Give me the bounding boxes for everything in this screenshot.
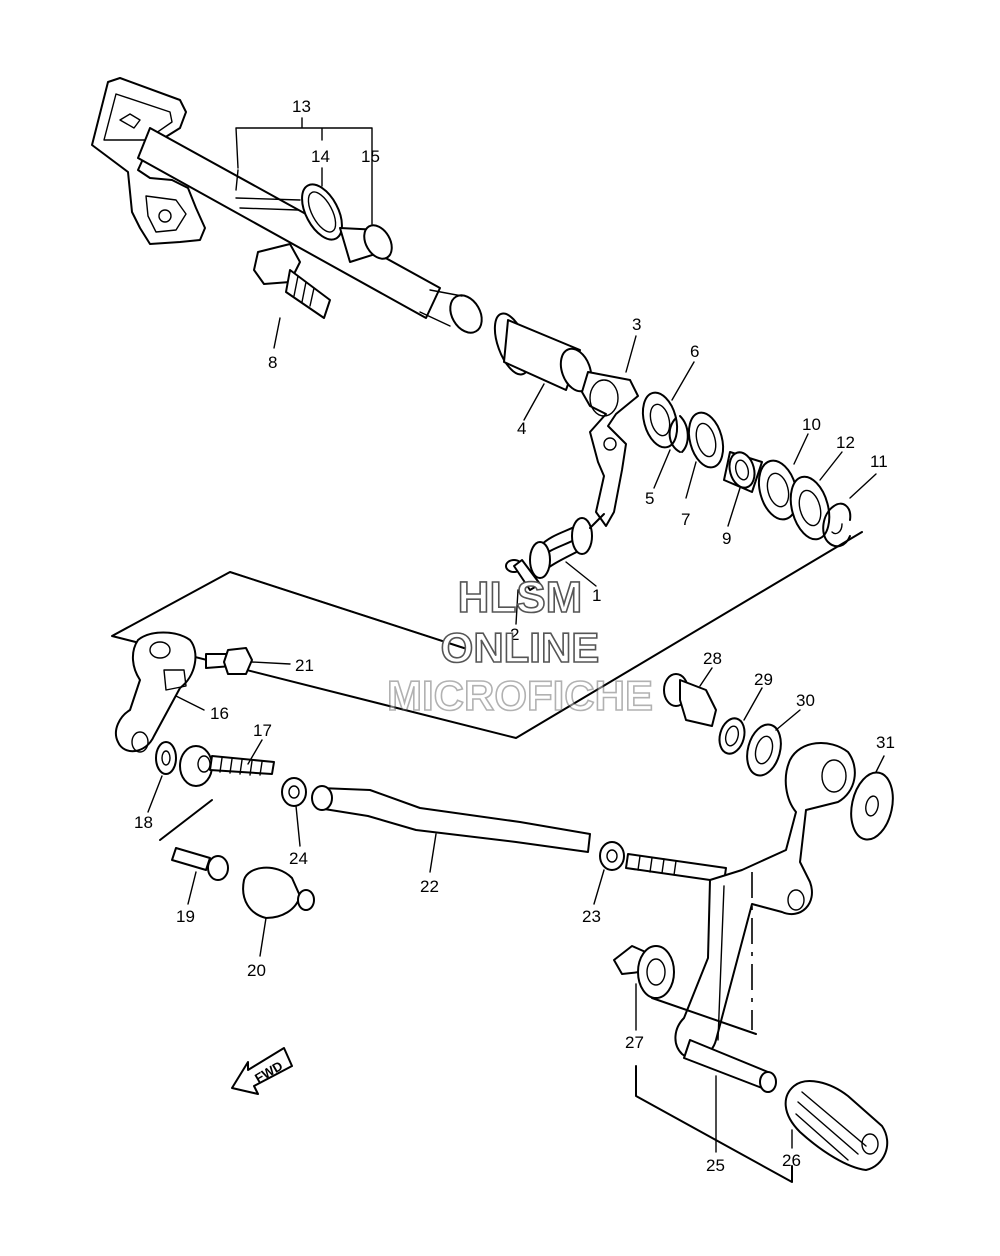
callout-23: 23 [582, 907, 601, 926]
callout-21: 21 [295, 656, 314, 675]
collar-24 [281, 777, 307, 807]
washer-31 [850, 771, 894, 841]
fwd-arrow-icon: FWD [231, 1047, 293, 1095]
callout-5: 5 [645, 489, 654, 508]
bushing-4 [493, 312, 593, 393]
callout-10: 10 [802, 415, 821, 434]
callout-29: 29 [754, 670, 773, 689]
phantom-line-upper [229, 571, 471, 651]
callout-15: 15 [361, 147, 380, 166]
callout-26: 26 [782, 1151, 801, 1170]
callout-31: 31 [876, 733, 895, 752]
torsion-spring-14 [301, 183, 343, 241]
watermark-line-3: MICROFICHE [387, 672, 653, 719]
assembly-frame-lower-pedal [651, 997, 757, 1035]
watermark-line-1: HLSM [458, 573, 583, 622]
washer-18 [155, 741, 177, 775]
bolt-8 [253, 243, 331, 319]
rod-end-threads [625, 853, 727, 883]
callout-24: 24 [289, 849, 308, 868]
callout-20: 20 [247, 961, 266, 980]
callout-18: 18 [134, 813, 153, 832]
callout-11: 11 [870, 452, 888, 471]
bolt-21 [205, 647, 253, 675]
pivot-bolt-28 [663, 673, 717, 727]
collar-23 [599, 841, 625, 871]
washer-7 [687, 411, 725, 469]
watermark: HLSM ONLINE MICROFICHE [386, 572, 654, 720]
callout-30: 30 [796, 691, 815, 710]
callout-22: 22 [420, 877, 439, 896]
watermark-line-2: ONLINE [441, 624, 600, 671]
callout-16: 16 [210, 704, 229, 723]
callout-9: 9 [722, 529, 731, 548]
callout-17: 17 [253, 721, 272, 740]
callout-6: 6 [690, 342, 699, 361]
leader-lines [147, 117, 885, 1153]
washer-30 [746, 723, 782, 777]
bracket-27-25-26 [635, 1065, 793, 1183]
assembly-frame-upper [111, 531, 863, 739]
callout-14: 14 [311, 147, 330, 166]
callout-25: 25 [706, 1156, 725, 1175]
boot-20 [242, 866, 315, 919]
ball-joint-17 [179, 745, 275, 787]
collar-27 [613, 945, 675, 999]
pin-2 [505, 559, 541, 591]
shift-pedal-25 [674, 741, 856, 1060]
callout-12: 12 [836, 433, 855, 452]
peg-shaft [683, 1039, 777, 1093]
callout-labels: 1 2 3 4 5 6 7 8 9 10 11 12 13 14 15 16 1… [134, 97, 895, 1175]
lever-16 [114, 631, 197, 753]
clip-5 [668, 415, 689, 453]
callout-8: 8 [268, 353, 277, 372]
shift-arm-3 [581, 371, 639, 527]
callout-1: 1 [592, 586, 601, 605]
bolt-19 [171, 847, 229, 881]
callout-2: 2 [510, 625, 519, 644]
assembly-frame-lower-left [159, 799, 213, 841]
bearing-9 [723, 451, 763, 493]
washer-12 [789, 475, 831, 541]
washer-6 [641, 391, 679, 449]
callout-13: 13 [292, 97, 311, 116]
callout-7: 7 [681, 510, 690, 529]
washer-29 [718, 717, 746, 755]
callout-4: 4 [517, 419, 526, 438]
shift-shaft [137, 127, 483, 334]
callout-19: 19 [176, 907, 195, 926]
collar-15 [339, 224, 393, 263]
callout-3: 3 [632, 315, 641, 334]
callout-28: 28 [703, 649, 722, 668]
shift-bracket [91, 77, 206, 245]
pedal-rubber-26 [784, 1080, 889, 1171]
callout-27: 27 [625, 1033, 644, 1052]
return-spring-1 [529, 513, 605, 579]
shift-rod-22 [311, 785, 591, 853]
